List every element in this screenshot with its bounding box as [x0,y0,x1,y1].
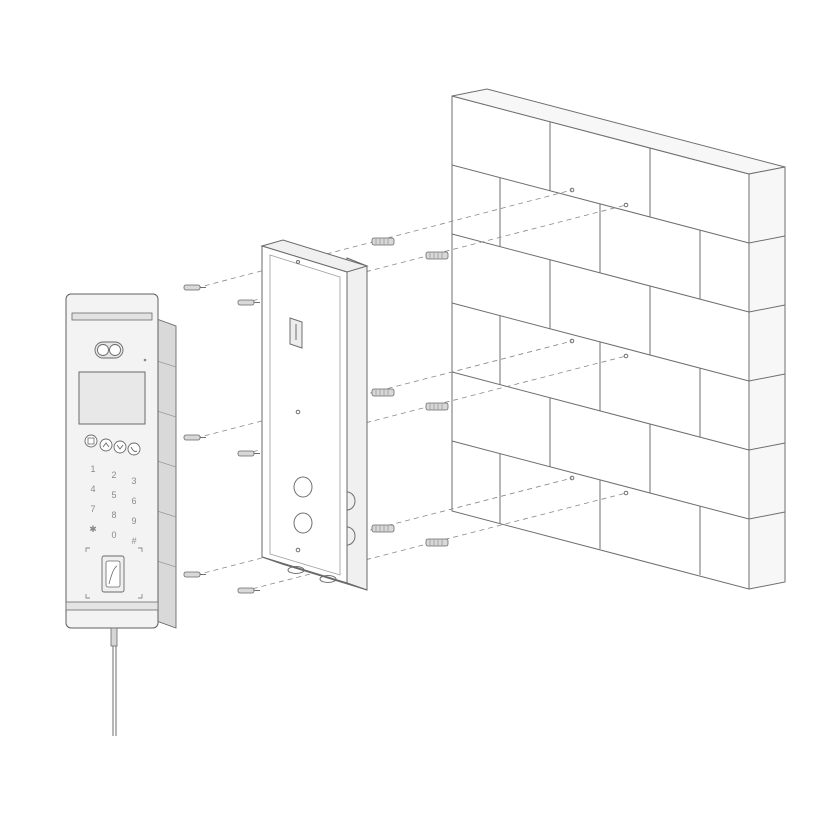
panel-bottom-band [65,601,159,611]
screw-panel-top-right [237,299,260,306]
panel-display-screen [78,371,146,425]
screw-panel-mid-left [183,434,206,441]
down-arrow-icon[interactable] [113,440,127,454]
keypad-key[interactable]: 0 [111,530,116,540]
dual-lens-camera-icon [94,341,124,359]
keypad-key[interactable]: 5 [111,490,116,500]
anchor-top-right [425,251,449,260]
anchor-mid-left [371,388,395,397]
up-arrow-icon[interactable] [99,438,113,452]
keypad-key[interactable]: 6 [131,496,136,506]
keypad-key[interactable]: # [131,536,136,546]
door-station-panel: 1 2 3 4 5 6 7 8 9 ✱ 0 # [65,293,177,736]
back-box [260,239,369,591]
keypad-key[interactable]: ✱ [89,524,97,534]
screws [183,237,449,594]
screw-panel-bottom-right [237,587,260,594]
fingerprint-icon[interactable] [101,555,125,593]
keypad-key[interactable]: 3 [131,476,136,486]
keypad-key[interactable]: 9 [131,516,136,526]
keypad-key[interactable]: 4 [90,484,95,494]
keypad-key[interactable]: 8 [111,510,116,520]
screw-panel-top-left [183,284,206,291]
anchor-bottom-left [371,524,395,533]
back-box-screw-hole [296,260,300,264]
screw-panel-bottom-left [183,571,206,578]
anchor-bottom-right [425,538,449,547]
wall-anchors [371,237,449,547]
microphone-hole [143,358,147,362]
panel-light-bar [71,312,153,321]
back-box-bottom-rim [261,556,368,591]
brick-wall [451,88,786,590]
back-box-cavity [269,254,341,576]
anchor-mid-right [425,402,449,411]
card-reader-area [85,547,143,599]
call-icon[interactable] [127,442,141,456]
keypad: 1 2 3 4 5 6 7 8 9 ✱ 0 # [89,464,136,546]
back-box-screw-hole [295,547,301,553]
back-box-knockouts [287,476,356,583]
back-box-side [346,257,368,591]
keypad-key[interactable]: 1 [90,464,95,474]
wall-drill-holes [569,187,629,496]
keypad-key[interactable]: 7 [90,504,95,514]
back-box-screw-hole [295,409,301,415]
call-manager-icon[interactable] [84,434,98,448]
screw-panel-mid-right [237,450,260,457]
function-buttons [84,434,141,456]
keypad-key[interactable]: 2 [111,470,116,480]
wall-mortar-joints [499,122,701,575]
back-box-bracket [289,317,303,349]
panel-cable [110,627,118,736]
anchor-top-left [371,237,395,246]
